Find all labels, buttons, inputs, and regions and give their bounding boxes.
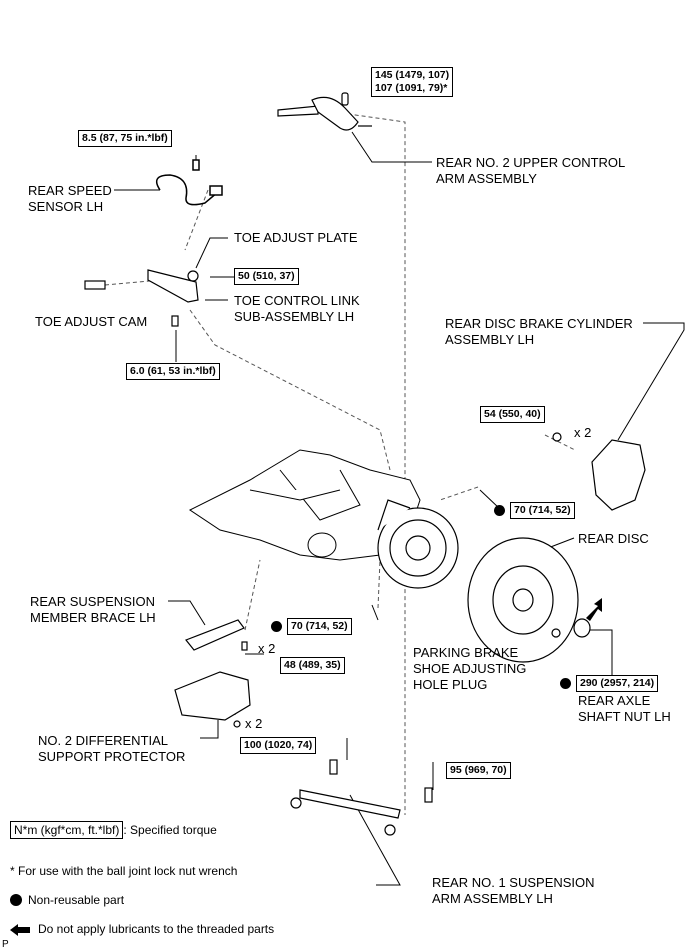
label-speed-sensor: REAR SPEED SENSOR LH — [28, 183, 112, 214]
torque-protector: 100 (1020, 74) — [240, 737, 317, 754]
legend-unit-text: : Specified torque — [123, 823, 217, 837]
torque-caliper: 54 (550, 40) — [480, 406, 545, 423]
torque-axle-nut: 290 (2957, 214) — [576, 675, 659, 692]
legend-unit: N*m (kgf*cm, ft.*lbf): Specified torque — [10, 821, 217, 839]
label-axle-nut: REAR AXLE SHAFT NUT LH — [578, 693, 671, 724]
nonreusable-dot — [271, 621, 282, 632]
label-protector: NO. 2 DIFFERENTIAL SUPPORT PROTECTOR — [38, 733, 186, 764]
torque-knuckle-bottom: 70 (714, 52) — [287, 618, 352, 635]
legend-unit-box: N*m (kgf*cm, ft.*lbf) — [10, 821, 124, 839]
label-toe-link: TOE CONTROL LINK SUB-ASSEMBLY LH — [234, 293, 360, 324]
label-upper-arm: REAR NO. 2 UPPER CONTROL ARM ASSEMBLY — [436, 155, 626, 186]
label-toe-plate: TOE ADJUST PLATE — [234, 230, 358, 245]
torque-speed-sensor: 8.5 (87, 75 in.*lbf) — [78, 130, 172, 147]
legend-nonreusable-dot — [10, 894, 22, 906]
label-brace: REAR SUSPENSION MEMBER BRACE LH — [30, 594, 156, 625]
legend-nonreusable: Non-reusable part — [28, 893, 125, 907]
legend-note: * For use with the ball joint lock nut w… — [10, 864, 238, 878]
nonreusable-dot — [494, 505, 505, 516]
torque-brace: 48 (489, 35) — [280, 657, 345, 674]
torque-toe-plate: 50 (510, 37) — [234, 268, 299, 285]
label-plug: PARKING BRAKE SHOE ADJUSTING HOLE PLUG — [413, 645, 527, 692]
label-toe-cam: TOE ADJUST CAM — [35, 314, 148, 329]
torque-arm-right: 95 (969, 70) — [446, 762, 511, 779]
label-disc: REAR DISC — [578, 531, 649, 546]
legend-no-lube: Do not apply lubricants to the threaded … — [38, 922, 275, 936]
page-mark: P — [2, 939, 9, 950]
label-caliper: REAR DISC BRAKE CYLINDER ASSEMBLY LH — [445, 316, 633, 347]
protector-multiplier: x 2 — [245, 716, 263, 731]
torque-upper-arm: 145 (1479, 107) 107 (1091, 79)* — [371, 67, 454, 97]
brace-multiplier: x 2 — [258, 641, 276, 656]
torque-knuckle-top: 70 (714, 52) — [510, 502, 575, 519]
nonreusable-dot — [560, 678, 571, 689]
label-lower-arm: REAR NO. 1 SUSPENSION ARM ASSEMBLY LH — [432, 875, 595, 906]
caliper-multiplier: x 2 — [574, 425, 592, 440]
torque-toe-link: 6.0 (61, 53 in.*lbf) — [126, 363, 220, 380]
